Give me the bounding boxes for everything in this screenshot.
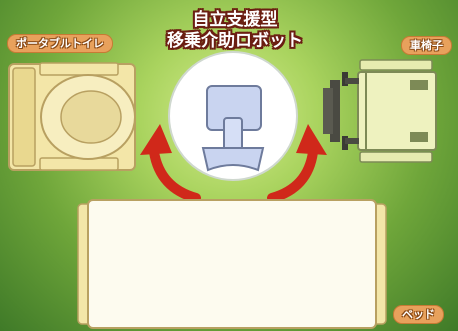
- diagram-title: 自立支援型 移乗介助ロボット: [150, 10, 320, 52]
- title-line-1: 自立支援型: [192, 10, 278, 30]
- title-line-2: 移乗介助ロボット: [167, 31, 303, 51]
- arrow-robot-to-toilet: [140, 124, 201, 203]
- bed-label: ベッド: [393, 305, 444, 324]
- wheelchair-label: 車椅子: [401, 36, 452, 55]
- arrow-robot-to-wheelchair: [267, 124, 327, 203]
- portable-toilet-label: ポータブルトイレ: [7, 34, 113, 53]
- portable-toilet-icon: [8, 62, 136, 171]
- transfer-robot-icon: [168, 51, 298, 181]
- bed-icon: [77, 199, 387, 329]
- wheelchair-icon: [323, 59, 437, 163]
